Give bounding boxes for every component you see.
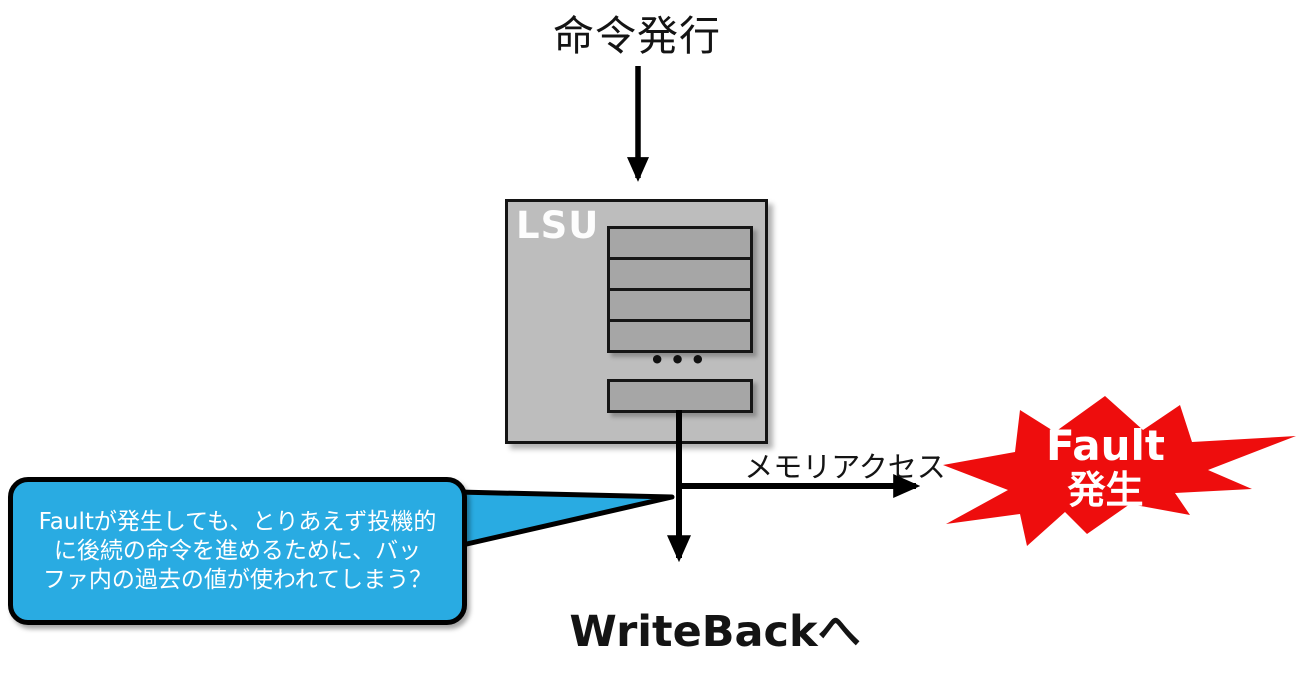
- fault-starburst-icon: [943, 396, 1296, 546]
- lsu-label: LSU: [516, 204, 600, 247]
- lsu-buffer-last-entry: [607, 379, 753, 413]
- memory-access-label: メモリアクセス: [744, 450, 946, 484]
- lsu-buffer-entry: [607, 226, 753, 260]
- callout-text-line: ファ内の過去の値が使われてしまう？: [42, 566, 433, 593]
- speculation-callout-bubble: Faultが発生しても、とりあえず投機的 に後続の命令を進めるために、バッ ファ…: [8, 477, 467, 625]
- lsu-buffer-entry: [607, 257, 753, 291]
- callout-text-line: Faultが発生しても、とりあえず投機的: [38, 508, 437, 535]
- fault-starburst-shape: [943, 396, 1296, 546]
- callout-text-line: に後続の命令を進めるために、バッ: [53, 537, 422, 564]
- lsu-buffer-ellipsis: •••: [649, 346, 711, 374]
- lsu-buffer-entry: [607, 319, 753, 353]
- instruction-issue-label: 命令発行: [553, 12, 721, 60]
- lsu-buffer-stack: [607, 226, 753, 353]
- fault-star-caption: Fault 発生: [1003, 421, 1208, 513]
- fault-word: Fault: [1046, 421, 1165, 470]
- fault-occurs-word: 発生: [1067, 468, 1144, 512]
- callout-tail: [455, 489, 675, 549]
- writeback-label: WriteBackへ: [569, 607, 861, 657]
- lsu-buffer-entry: [607, 288, 753, 322]
